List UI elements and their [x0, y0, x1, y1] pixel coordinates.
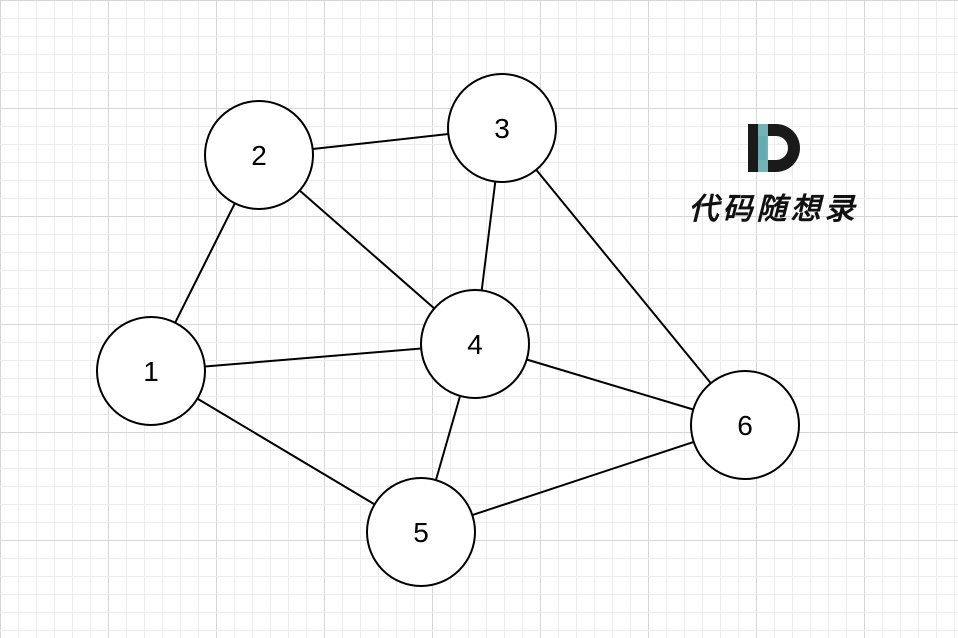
edge-4-6: [526, 358, 694, 411]
edge-2-4: [298, 189, 436, 310]
edge-1-5: [196, 397, 376, 506]
logo-d-icon: [748, 124, 800, 172]
logo: 代码随想录: [676, 120, 871, 230]
node-3: 3: [447, 73, 557, 183]
node-circle: [366, 477, 476, 587]
node-label: 1: [143, 356, 159, 387]
node-circle: [420, 289, 530, 399]
edge-3-6: [535, 169, 712, 384]
node-label: 2: [251, 140, 267, 171]
node-5: 5: [366, 477, 476, 587]
node-circle: [447, 73, 557, 183]
edge-1-4: [204, 347, 422, 368]
edge-2-3: [312, 132, 449, 151]
node-label: 3: [494, 113, 510, 144]
node-label: 6: [737, 410, 753, 441]
edge-3-4: [480, 181, 497, 291]
nodes-layer: 1 2 3 4 5 6: [96, 73, 800, 587]
edge-5-6: [471, 440, 695, 517]
node-label: 4: [467, 329, 483, 360]
node-6: 6: [690, 370, 800, 480]
logo-text: 代码随想录: [688, 192, 859, 227]
edge-4-5: [434, 395, 462, 481]
node-circle: [96, 316, 206, 426]
edge-1-2: [174, 202, 236, 324]
node-4: 4: [420, 289, 530, 399]
node-circle: [690, 370, 800, 480]
node-label: 5: [413, 517, 429, 548]
edges-layer: [174, 132, 712, 517]
node-circle: [204, 100, 314, 210]
node-2: 2: [204, 100, 314, 210]
node-1: 1: [96, 316, 206, 426]
